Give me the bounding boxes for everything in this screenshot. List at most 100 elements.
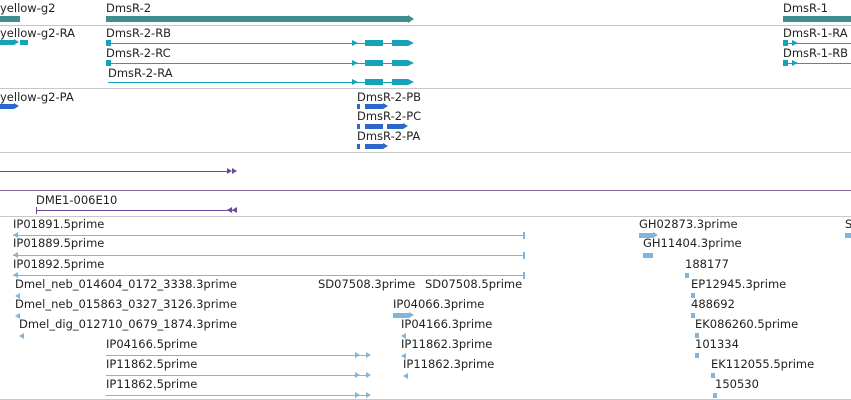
est-label: EP12945.3prime xyxy=(691,277,787,291)
exon-box[interactable] xyxy=(392,40,408,46)
est-label: 101334 xyxy=(695,337,739,351)
cds-box[interactable] xyxy=(365,144,383,149)
cds-box[interactable] xyxy=(0,104,14,109)
exon-box[interactable] xyxy=(0,40,14,45)
cds-box[interactable] xyxy=(387,124,403,129)
est-line[interactable] xyxy=(106,395,368,396)
est-box[interactable] xyxy=(393,313,409,318)
left-arrow-icon[interactable] xyxy=(15,313,20,319)
strand-arrow-icon xyxy=(403,123,408,129)
est-box[interactable] xyxy=(713,393,717,398)
est-label: Dmel_neb_015863_0327_3126.3prime xyxy=(15,297,237,311)
cds-box[interactable] xyxy=(357,104,360,109)
est-label: S xyxy=(845,217,851,231)
est-box[interactable] xyxy=(691,313,695,318)
cds-box[interactable] xyxy=(365,124,383,129)
est-label: GH11404.3prime xyxy=(643,236,742,250)
clone-label-dme1: DME1-006E10 xyxy=(36,193,118,207)
est-box[interactable] xyxy=(695,333,699,338)
strand-arrow-icon xyxy=(383,143,388,149)
est-box xyxy=(523,252,525,259)
est-box[interactable] xyxy=(643,253,653,258)
exon-box[interactable] xyxy=(783,40,788,46)
est-box[interactable] xyxy=(711,373,715,378)
double-arrow-icon xyxy=(232,168,237,174)
est-label: IP04166.3prime xyxy=(401,317,493,331)
est-label: IP11862.5prime xyxy=(106,357,198,371)
est-label: GH02873.3prime xyxy=(639,217,738,231)
protein-label-dmsr2-pa: DmsR-2-PA xyxy=(357,129,421,143)
exon-box[interactable] xyxy=(106,60,111,66)
est-box[interactable] xyxy=(639,233,653,238)
double-arrow-icon xyxy=(232,207,237,213)
cds-box[interactable] xyxy=(357,144,360,149)
transcript-label-dmsr2-ra: DmsR-2-RA xyxy=(108,66,173,80)
est-line[interactable] xyxy=(13,275,525,276)
gene-bar-yellow-g2[interactable] xyxy=(0,16,20,22)
est-label: Dmel_neb_014604_0172_3338.3prime xyxy=(15,277,237,291)
exon-box[interactable] xyxy=(783,60,788,66)
est-label: EK112055.5prime xyxy=(711,357,815,371)
clone-tick xyxy=(36,207,37,214)
est-label: 150530 xyxy=(715,377,759,391)
track-separator xyxy=(0,152,851,153)
left-arrow-icon[interactable] xyxy=(15,293,20,299)
transcript-label-dmsr2-rb: DmsR-2-RB xyxy=(106,26,172,40)
est-line[interactable] xyxy=(13,255,525,256)
strand-arrow-icon xyxy=(352,79,358,85)
clone-line[interactable] xyxy=(36,210,237,211)
left-arrow-icon[interactable] xyxy=(403,373,408,379)
transcript-label-dmsr1-ra: DmsR-1-RA xyxy=(783,26,848,40)
est-line[interactable] xyxy=(13,235,525,236)
est-label: IP11862.3prime xyxy=(403,357,495,371)
est-label: 488692 xyxy=(691,297,735,311)
transcript-label-yellow-g2-ra: yellow-g2-RA xyxy=(0,26,76,40)
cds-box[interactable] xyxy=(357,124,360,129)
gene-bar-dmsr1[interactable] xyxy=(783,16,851,22)
double-arrow-icon xyxy=(227,207,232,213)
strand-arrow-icon xyxy=(792,60,798,66)
intron-line xyxy=(106,43,412,44)
feature-line[interactable] xyxy=(0,171,228,172)
left-arrow-icon[interactable] xyxy=(401,333,406,339)
strand-arrow-icon xyxy=(792,40,798,46)
exon-box[interactable] xyxy=(106,40,111,46)
exon-box[interactable] xyxy=(20,40,28,45)
protein-label-yellow-g2-pa: yellow-g2-PA xyxy=(0,90,74,104)
left-arrow-icon[interactable] xyxy=(401,353,406,359)
gene-bar-dmsr2[interactable] xyxy=(106,16,408,22)
est-box[interactable] xyxy=(845,233,851,238)
transcript-label-dmsr1-rb: DmsR-1-RB xyxy=(783,46,849,60)
est-line[interactable] xyxy=(106,355,368,356)
est-box[interactable] xyxy=(691,293,695,298)
right-arrow-icon xyxy=(355,372,360,378)
track-separator xyxy=(0,88,851,89)
left-arrow-icon xyxy=(13,252,18,258)
est-box[interactable] xyxy=(695,353,699,358)
left-arrow-icon[interactable] xyxy=(19,333,24,339)
right-arrow-icon xyxy=(653,232,658,238)
est-box[interactable] xyxy=(685,273,689,278)
est-box xyxy=(523,232,525,239)
est-label: EK086260.5prime xyxy=(695,317,799,331)
track-separator xyxy=(0,25,851,26)
strand-arrow-icon xyxy=(408,40,414,46)
est-line[interactable] xyxy=(106,375,368,376)
est-label: IP01892.5prime xyxy=(13,257,105,271)
exon-box[interactable] xyxy=(365,60,383,66)
exon-box[interactable] xyxy=(365,40,383,46)
intron-line xyxy=(106,63,412,64)
gene-label-dmsr2: DmsR-2 xyxy=(106,1,152,15)
track-separator xyxy=(0,190,851,191)
est-label: 188177 xyxy=(685,257,729,271)
exon-box[interactable] xyxy=(392,79,408,85)
est-label: IP11862.3prime xyxy=(401,337,493,351)
exon-box[interactable] xyxy=(365,79,383,85)
exon-box[interactable] xyxy=(392,60,408,66)
cds-box[interactable] xyxy=(365,104,383,109)
intron-line xyxy=(783,63,851,64)
est-label: Dmel_dig_012710_0679_1874.3prime xyxy=(19,317,238,331)
protein-label-dmsr2-pc: DmsR-2-PC xyxy=(357,109,422,123)
est-label: IP11862.5prime xyxy=(106,377,198,391)
